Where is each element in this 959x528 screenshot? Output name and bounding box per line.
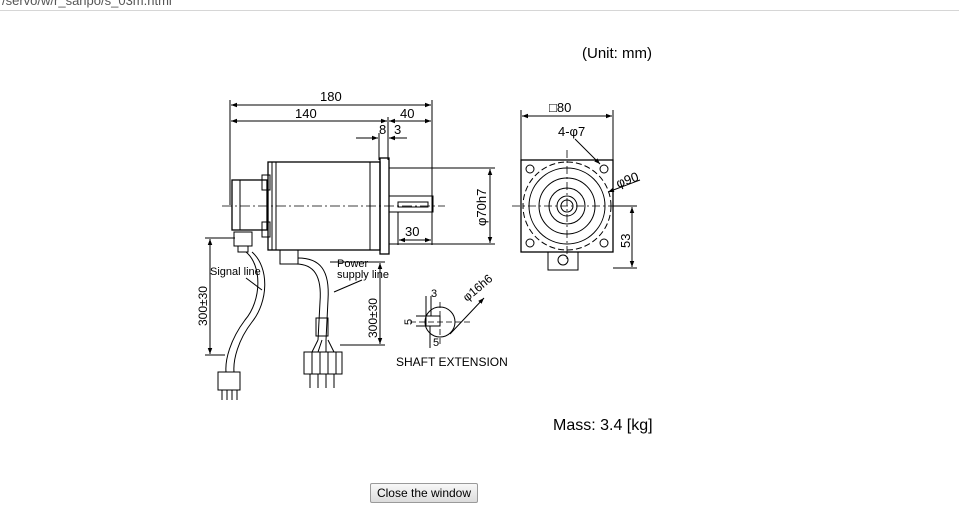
dim-140: 140 <box>295 106 317 121</box>
shaft-dim-3: 3 <box>431 288 437 300</box>
close-window-button[interactable]: Close the window <box>370 483 478 503</box>
shaft-extension-label: SHAFT EXTENSION <box>396 355 508 369</box>
dim-power-cable-length: 300±30 <box>366 298 380 338</box>
shaft-extension-view <box>410 296 485 348</box>
shaft-dim-phi16h6: φ16h6 <box>460 271 496 304</box>
drawing-labels: 180 140 40 8 3 30 φ70h7 □80 4-φ7 φ90 53 … <box>196 89 641 369</box>
unit-label: (Unit: mm) <box>582 45 652 62</box>
dim-30: 30 <box>405 224 419 239</box>
signal-line-label: Signal line <box>210 266 261 278</box>
dim-180: 180 <box>320 89 342 104</box>
url-text: /servo/w/r_sanpo/s_03m.html <box>2 0 172 8</box>
dim-4-phi7: 4-φ7 <box>558 124 585 139</box>
dim-53: 53 <box>618 234 633 248</box>
dim-3: 3 <box>394 122 401 137</box>
power-line-label-1: Power <box>337 258 369 270</box>
dim-8: 8 <box>379 122 386 137</box>
power-line-label-2: supply line <box>337 269 389 281</box>
browser-url-bar[interactable]: /servo/w/r_sanpo/s_03m.html <box>0 0 959 11</box>
shaft-dim-5-bottom: 5 <box>433 337 439 349</box>
mass-label: Mass: 3.4 [kg] <box>553 417 653 434</box>
dim-phi90: φ90 <box>614 169 641 191</box>
dim-signal-cable-length: 300±30 <box>196 286 210 326</box>
dim-phi70h7: φ70h7 <box>474 189 489 226</box>
dim-40: 40 <box>400 106 414 121</box>
dim-square-80: □80 <box>549 100 571 115</box>
front-view <box>512 110 641 271</box>
side-view <box>205 100 495 400</box>
shaft-dim-5-left: 5 <box>403 319 415 325</box>
